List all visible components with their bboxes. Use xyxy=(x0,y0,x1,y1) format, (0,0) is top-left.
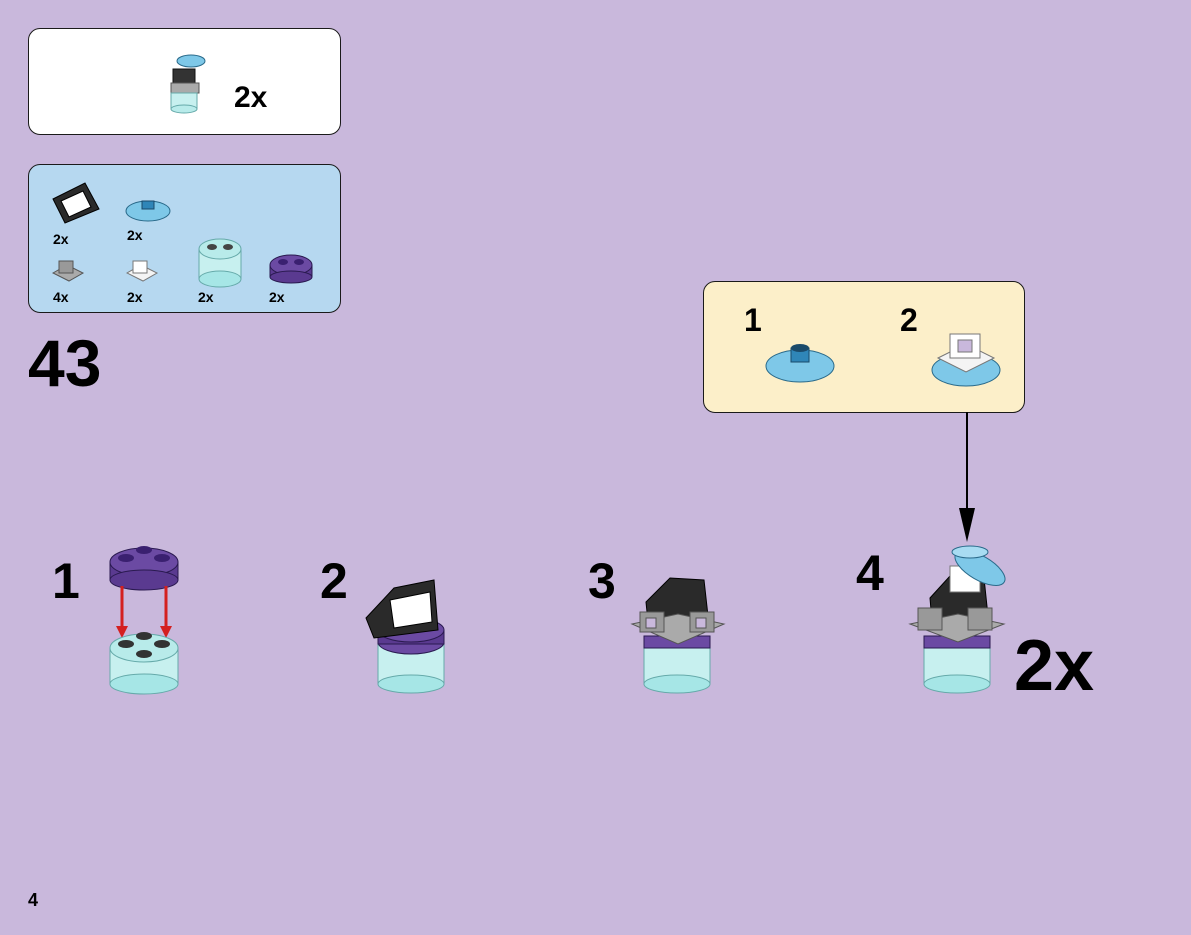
purple-round-plate-icon xyxy=(269,254,313,284)
white-clip-plate-icon xyxy=(125,260,159,282)
part-count-gray-clip: 4x xyxy=(53,289,69,305)
substep-2-label: 2 xyxy=(320,553,348,609)
submodel-preview-box: 2x xyxy=(28,28,341,135)
page-number: 4 xyxy=(28,890,39,910)
substep-2-assembly xyxy=(365,579,445,694)
part-count-purple-plate: 2x xyxy=(269,289,285,305)
step-number: 43 xyxy=(28,326,102,400)
substep-1-label: 1 xyxy=(52,553,80,609)
callout-step-2-label: 2 xyxy=(900,302,918,338)
gray-clip-plate-icon xyxy=(51,260,85,282)
substep-3-label: 3 xyxy=(588,553,616,609)
callout-box: 1 2 xyxy=(703,281,1025,413)
callout-step-1-label: 1 xyxy=(744,302,762,338)
substep-3-assembly xyxy=(630,577,726,694)
submodel-count: 2x xyxy=(234,81,268,114)
substep-4-label: 4 xyxy=(856,545,884,601)
part-count-white-clip: 2x xyxy=(127,289,143,305)
trans-light-blue-round-brick-icon xyxy=(198,238,242,288)
trans-blue-dish-icon xyxy=(125,200,171,222)
black-slope-panel-icon xyxy=(52,182,100,224)
callout-step-2-dish-clip xyxy=(931,333,1001,387)
substep-4-assembly xyxy=(908,545,1006,694)
part-count-black-slope: 2x xyxy=(53,231,69,247)
substep-1-assembly xyxy=(109,546,179,695)
callout-step-1-dish xyxy=(765,344,835,383)
callout-arrow xyxy=(959,412,975,542)
part-count-blue-dish: 2x xyxy=(127,227,143,243)
submodel-preview-image xyxy=(170,54,206,114)
part-count-round-brick: 2x xyxy=(198,289,214,305)
parts-list-box: 2x 2x 4x 2x 2x 2x xyxy=(28,164,341,313)
result-count: 2x xyxy=(1014,626,1095,706)
